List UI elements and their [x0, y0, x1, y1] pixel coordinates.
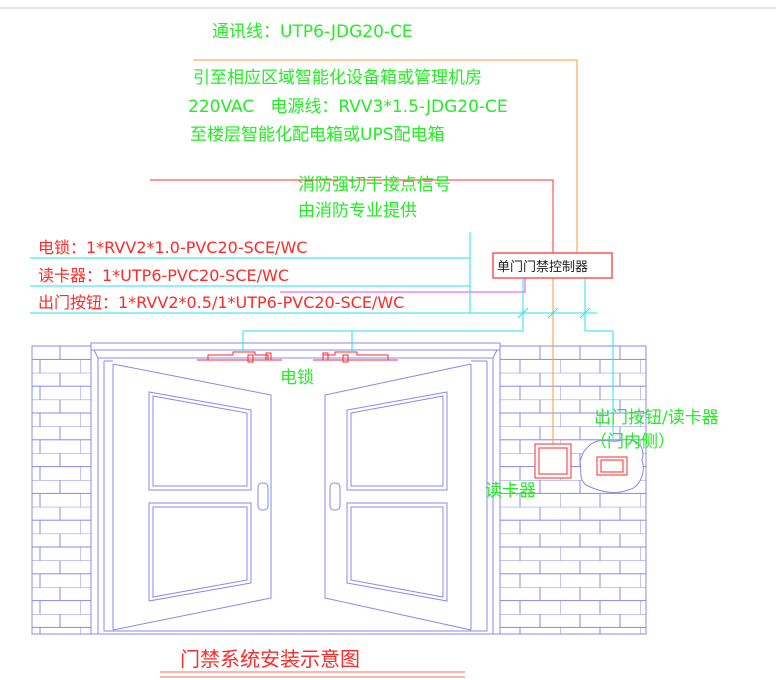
door-frame: [90, 342, 501, 635]
fire-signal-label: 消防强切干接点信号: [298, 175, 451, 195]
exit-button-icon: [596, 456, 628, 476]
electric-lock-left: [197, 351, 282, 363]
electric-lock-right: [313, 351, 398, 363]
left-door-handle: [257, 482, 269, 511]
electric-lock-label: 电锁: [280, 368, 314, 388]
right-door-handle: [329, 482, 341, 511]
cable-spec-electric-lock: 电锁：1*RVV2*1.0-PVC20-SCE/WC: [38, 238, 307, 257]
exit-button-note: （门内侧）: [590, 432, 675, 452]
power-line-note: 至楼层智能化配电箱或UPS配电箱: [190, 125, 445, 145]
cable-lines: [30, 232, 614, 455]
comm-line-label: 通讯线：UTP6-JDG20-CE: [212, 22, 413, 42]
cable-spec-exit-button: 出门按钮：1*RVV2*0.5/1*UTP6-PVC20-SCE/WC: [38, 293, 404, 312]
door-controller-box: [492, 252, 613, 279]
controller-label: 单门门禁控制器: [497, 260, 588, 275]
right-door-leaf: [324, 360, 487, 631]
left-door-leaf: [104, 360, 272, 631]
exit-button-label: 出门按钮/读卡器: [594, 408, 719, 428]
cable-spec-card-reader: 读卡器：1*UTP6-PVC20-SCE/WC: [38, 266, 289, 285]
fire-signal-note: 由消防专业提供: [298, 201, 417, 221]
title-underline: [160, 671, 465, 678]
card-reader-label: 读卡器: [485, 481, 536, 501]
comm-line-note: 引至相应区域智能化设备箱或管理机房: [193, 68, 482, 88]
power-line: [150, 179, 554, 253]
comm-line: [193, 59, 578, 444]
power-line-label: 220VAC 电源线：RVV3*1.5-JDG20-CE: [188, 97, 508, 117]
card-reader-icon: [534, 443, 572, 479]
diagram-title: 门禁系统安装示意图: [180, 647, 360, 671]
left-brick-wall: [31, 345, 92, 635]
